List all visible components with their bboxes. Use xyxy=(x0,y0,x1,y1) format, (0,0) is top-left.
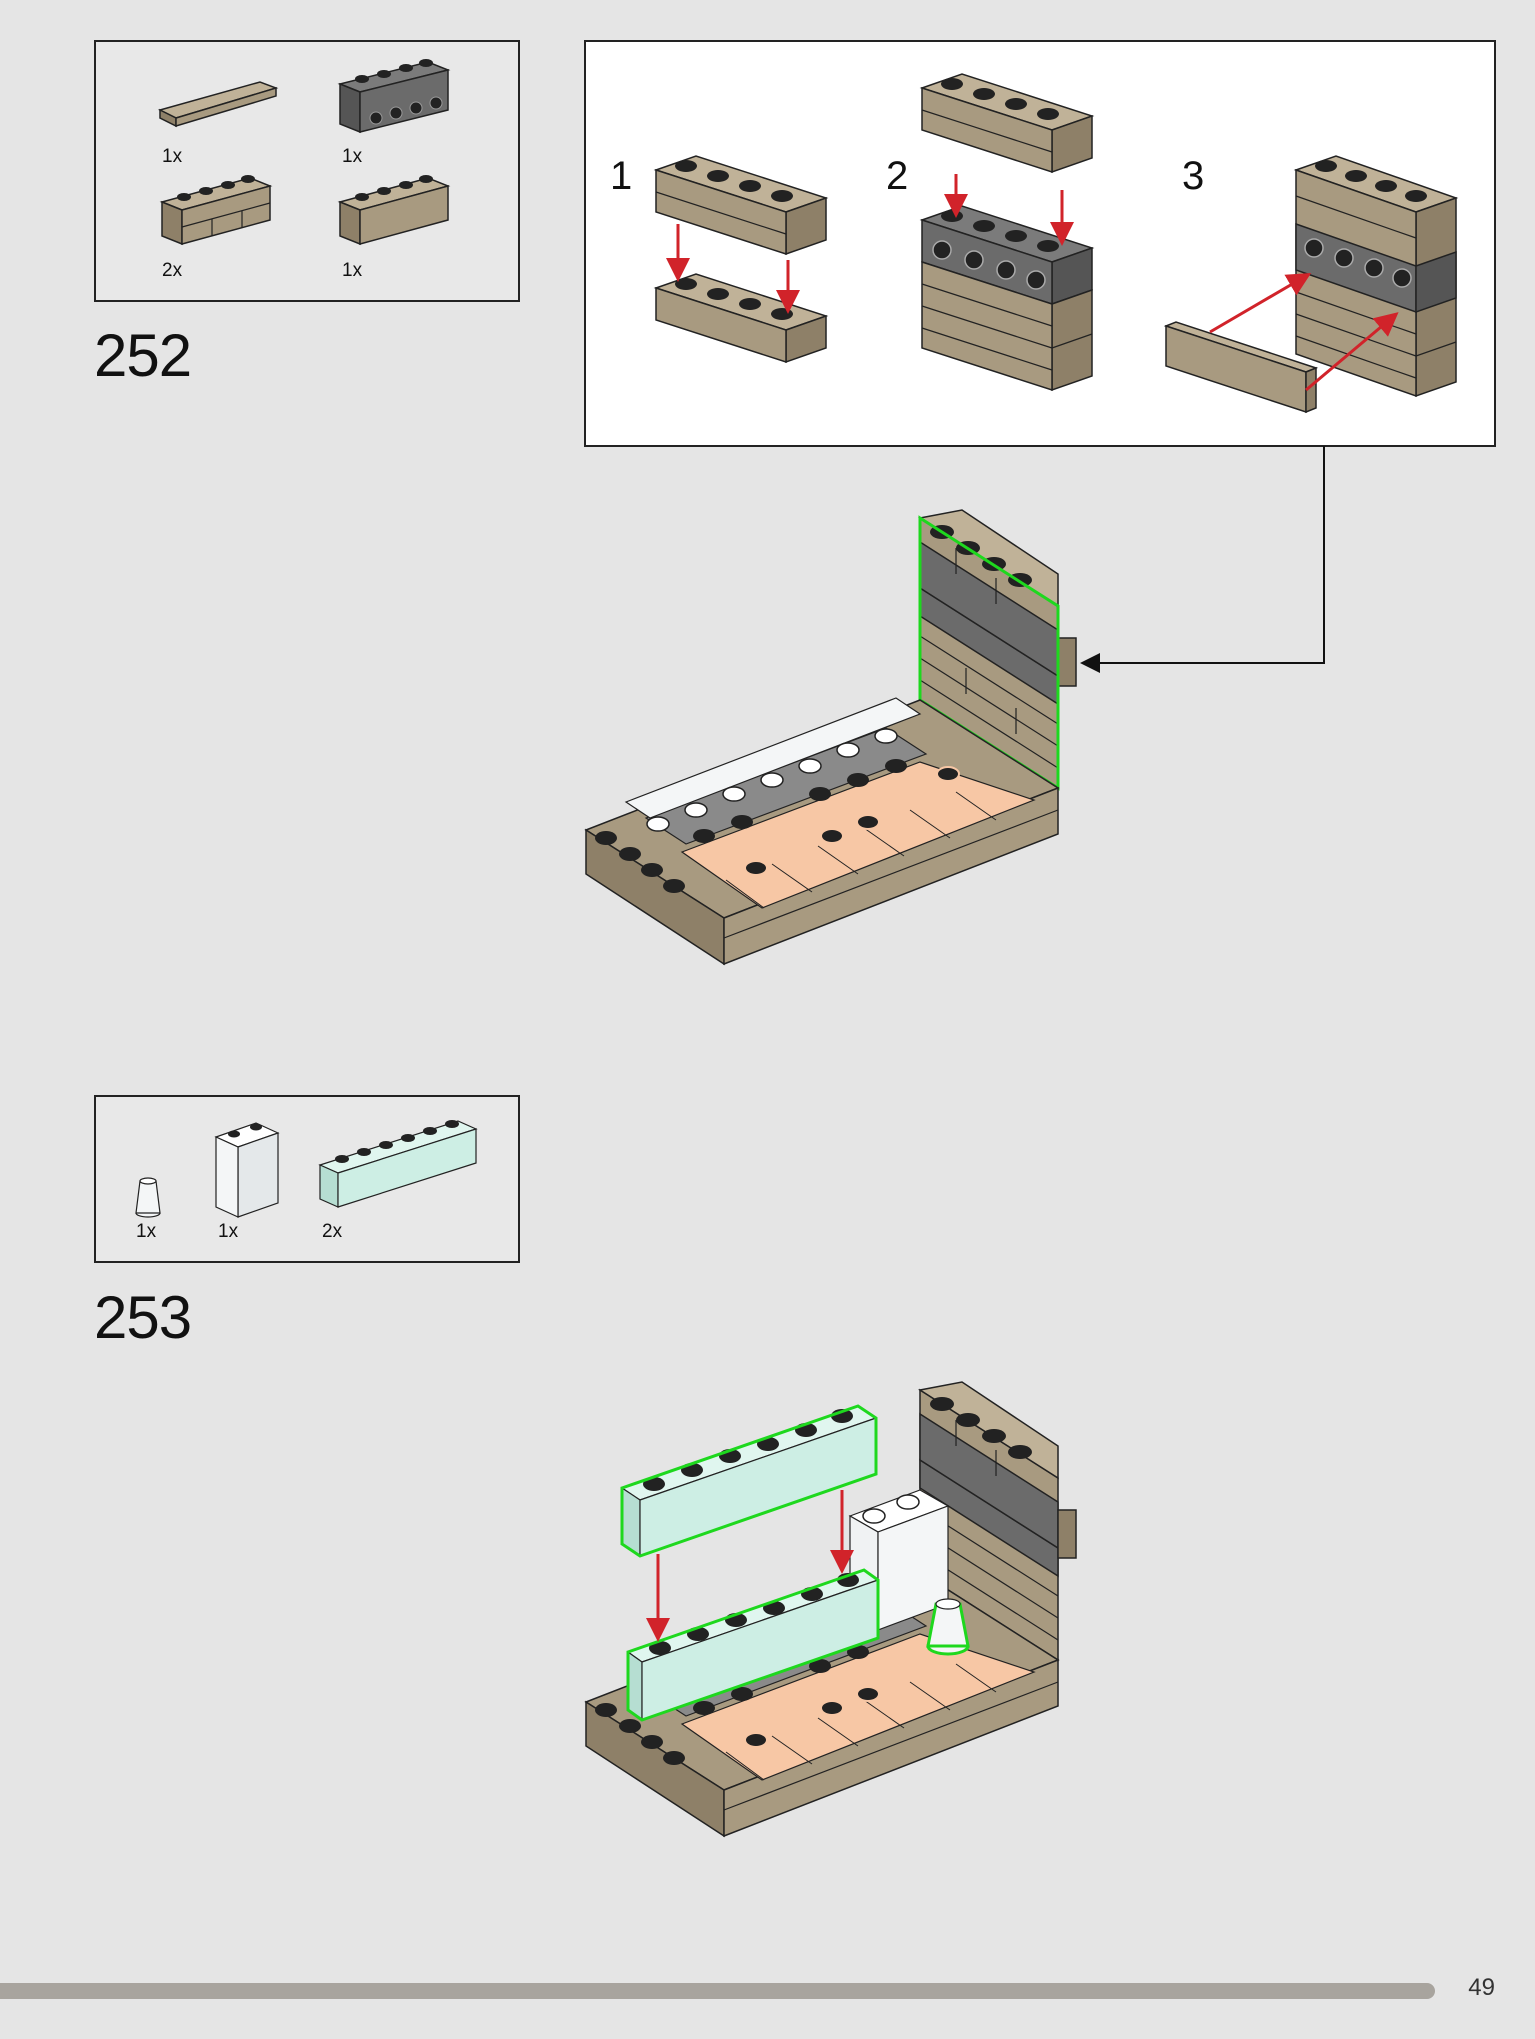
part-qty: 2x xyxy=(322,1221,343,1242)
part-qty: 1x xyxy=(218,1221,239,1242)
step-number: 252 xyxy=(94,322,192,389)
sub-assembly-callout: 1 2 3 xyxy=(584,40,1496,447)
substep-number: 1 xyxy=(610,154,633,198)
page-number: 49 xyxy=(1468,1974,1495,2001)
part-masonry-brick xyxy=(159,175,273,246)
substep-number: 2 xyxy=(886,154,909,198)
progress-bar xyxy=(0,1983,1435,1999)
part-white-cone xyxy=(135,1177,161,1218)
part-qty: 2x xyxy=(162,260,183,281)
part-qty: 1x xyxy=(136,1221,157,1242)
part-white-brick xyxy=(214,1122,280,1218)
step-253-model xyxy=(584,1381,1077,1838)
part-qty: 1x xyxy=(342,260,363,281)
step-252-model xyxy=(584,509,1077,966)
callout-connector-arrow xyxy=(1080,446,1325,673)
substep-number: 3 xyxy=(1182,154,1205,198)
part-qty: 1x xyxy=(342,146,363,167)
part-qty: 1x xyxy=(162,146,183,167)
part-tan-brick xyxy=(337,175,451,246)
part-light-aqua-brick xyxy=(318,1120,478,1208)
substep-1-illustration xyxy=(653,155,829,364)
step-number: 253 xyxy=(94,1284,192,1351)
parts-list-step-253: 1x 1x 2x xyxy=(94,1095,520,1263)
parts-list-step-252: 1x 1x 2x 1x xyxy=(94,40,520,302)
part-tan-tile xyxy=(157,81,279,128)
part-technic-brick xyxy=(337,59,451,134)
substep-3-illustration xyxy=(1163,155,1459,414)
substep-2-illustration xyxy=(919,73,1095,392)
